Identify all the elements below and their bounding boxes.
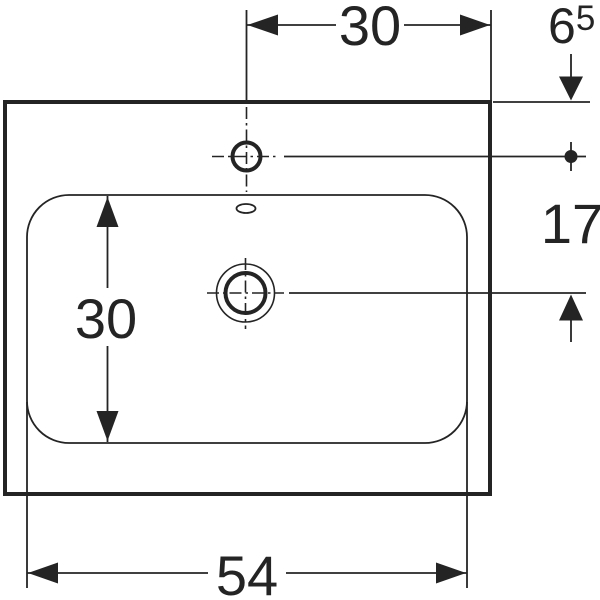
dimension-bottom-54: 54 <box>26 402 468 600</box>
arrowhead-down-icon <box>96 411 119 441</box>
dimension-top-30: 30 <box>246 0 492 100</box>
dimension-label-tap-depth-main: 6 <box>548 0 576 54</box>
leader-lines-group <box>284 101 590 294</box>
drain-outer-circle <box>215 263 276 323</box>
dimension-top-label-mask <box>336 0 404 49</box>
dimension-17-dot-icon <box>564 150 578 163</box>
arrowhead-right-icon <box>460 14 490 36</box>
basin-inner-outline <box>26 194 468 444</box>
dimension-label-tap-to-drain: 17 <box>541 192 600 255</box>
ceramic-outline-group <box>3 100 492 496</box>
dimension-label-basin-width: 54 <box>216 544 278 600</box>
dimension-label-basin-depth: 30 <box>75 287 137 350</box>
dimension-label-tap-depth-sup: 5 <box>576 0 595 38</box>
dimension-left-label-mask <box>72 288 142 346</box>
washbasin-outer-outline <box>3 100 492 496</box>
arrowhead-right-icon <box>436 562 466 584</box>
dimension-right-6-5: 65 <box>548 0 595 101</box>
arrowhead-down-icon <box>559 76 583 101</box>
drain-group <box>207 258 284 329</box>
dimension-label-tap-offset: 30 <box>339 0 401 57</box>
tap-hole-group <box>212 10 279 192</box>
dimension-bottom-label-mask <box>208 549 286 600</box>
overflow-hole <box>235 203 257 214</box>
arrowhead-left-icon <box>247 14 278 36</box>
dimension-label-tap-depth: 65 <box>548 0 595 54</box>
tap-hole-circle <box>230 140 263 173</box>
dimension-left-30: 30 <box>72 196 142 442</box>
drain-inner-circle <box>223 271 268 315</box>
arrowhead-up-icon <box>96 197 119 227</box>
dimension-right-17: 17 <box>541 142 600 342</box>
arrowhead-left-icon <box>28 562 58 584</box>
arrowhead-up-icon <box>559 294 583 321</box>
